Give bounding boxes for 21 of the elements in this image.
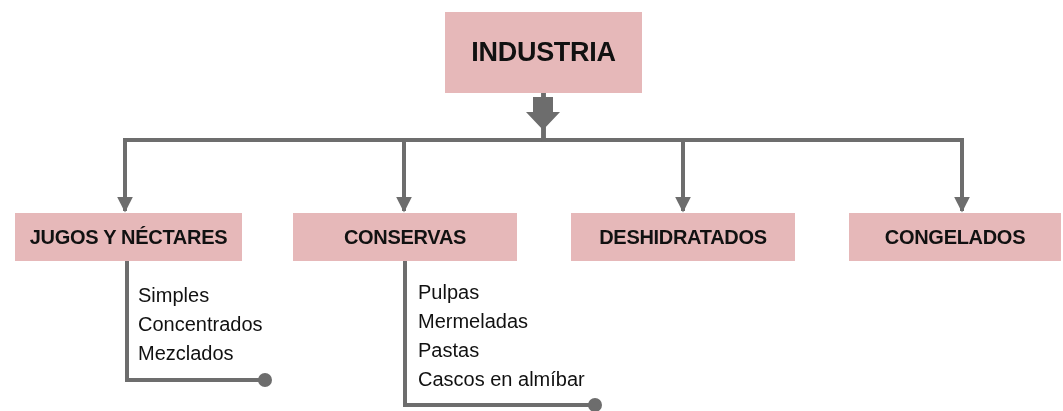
list-item: Mezclados (138, 341, 234, 366)
box-label: DESHIDRATADOS (599, 225, 767, 249)
category-box (293, 213, 517, 261)
category-box (15, 213, 242, 261)
list-item: Cascos en almíbar (418, 367, 585, 392)
arrow (541, 93, 970, 213)
category-box (849, 213, 1061, 261)
box-label: CONSERVAS (343, 225, 467, 249)
list-item: Mermeladas (418, 309, 529, 334)
root-box (445, 12, 642, 93)
list-item: Simples (138, 283, 210, 308)
box-label: CONGELADOS (884, 225, 1026, 249)
bracket-connector (403, 261, 602, 411)
list-item: Pastas (418, 338, 480, 363)
list-item: Concentrados (138, 312, 263, 337)
box-label: INDUSTRIA (471, 37, 616, 68)
list-item: Pulpas (418, 280, 480, 305)
box-label: JUGOS Y NÉCTARES (29, 225, 228, 249)
bracket-connector (125, 261, 272, 387)
block-arrow (526, 97, 560, 130)
category-box (571, 213, 795, 261)
